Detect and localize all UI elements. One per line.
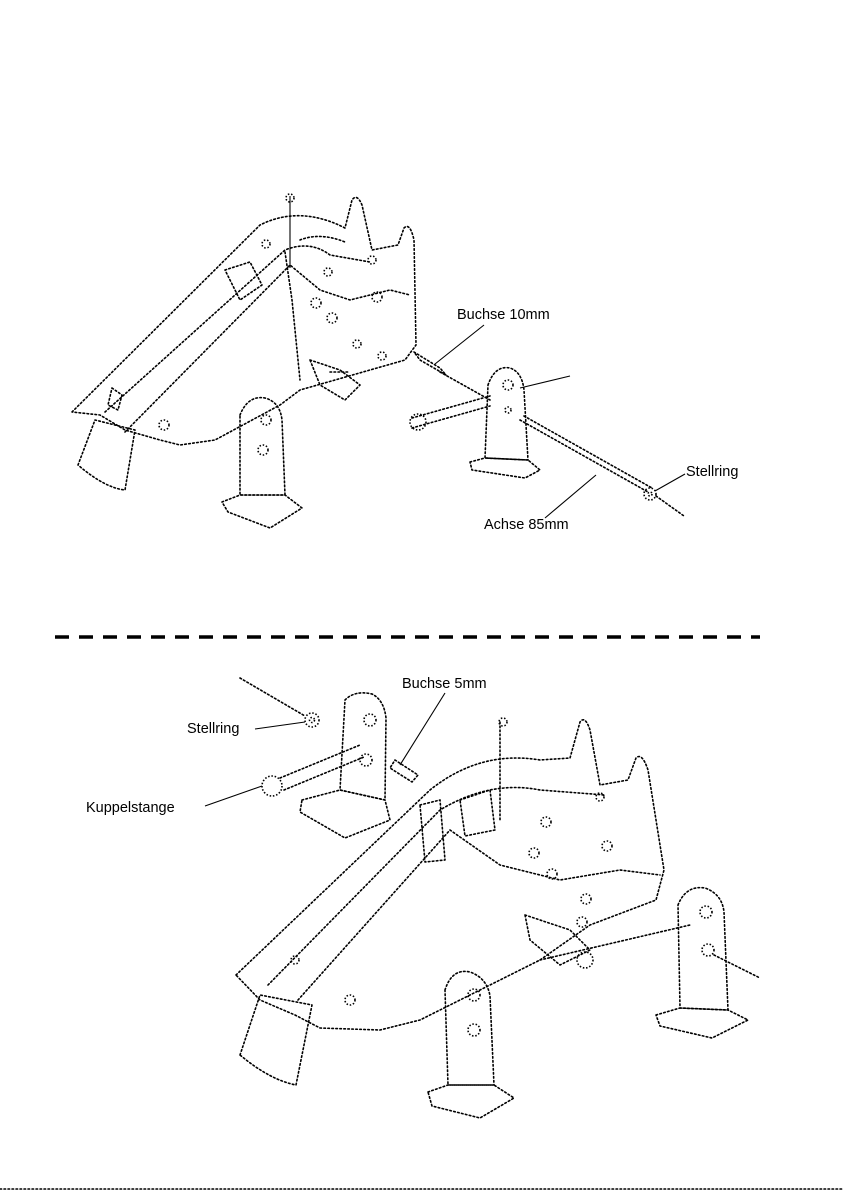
bottom-coupling-rod (262, 745, 364, 796)
top-boom (72, 194, 416, 490)
bottom-bushing (390, 760, 418, 782)
bottom-boom (236, 718, 664, 1085)
leader-line-bushing-5mm (400, 693, 445, 765)
bottom-long-rod (540, 925, 690, 960)
top-axle (440, 372, 684, 516)
leader-line-collar (655, 474, 685, 491)
top-foot-left (222, 398, 302, 528)
top-bearing-stand (470, 368, 540, 478)
label-collar-top: Stellring (686, 464, 738, 480)
leader-line-bushing (435, 325, 484, 364)
bottom-collar (305, 713, 319, 727)
bottom-foot-center (428, 971, 514, 1118)
leader-line-axle (545, 475, 596, 518)
bottom-assembly: Buchse 5mm Stellring Kuppelstange (86, 676, 760, 1118)
leader-line-stand (520, 376, 570, 388)
label-collar-bottom: Stellring (187, 721, 239, 737)
label-coupling-rod: Kuppelstange (86, 800, 175, 816)
top-collar (644, 488, 656, 500)
top-assembly: Buchse 10mm Stellring Achse 85mm (72, 194, 738, 533)
top-bushing (414, 352, 446, 375)
bottom-foot-right (656, 888, 748, 1038)
leader-line-coupling-rod (205, 786, 262, 806)
leader-line-collar-bottom (255, 722, 305, 729)
bottom-axle-end (240, 678, 305, 716)
bottom-axle-right (714, 955, 760, 978)
label-bushing-10mm: Buchse 10mm (457, 307, 550, 323)
label-bushing-5mm: Buchse 5mm (402, 676, 487, 692)
top-coupling-rod (410, 396, 490, 430)
label-axle-85mm: Achse 85mm (484, 517, 569, 533)
